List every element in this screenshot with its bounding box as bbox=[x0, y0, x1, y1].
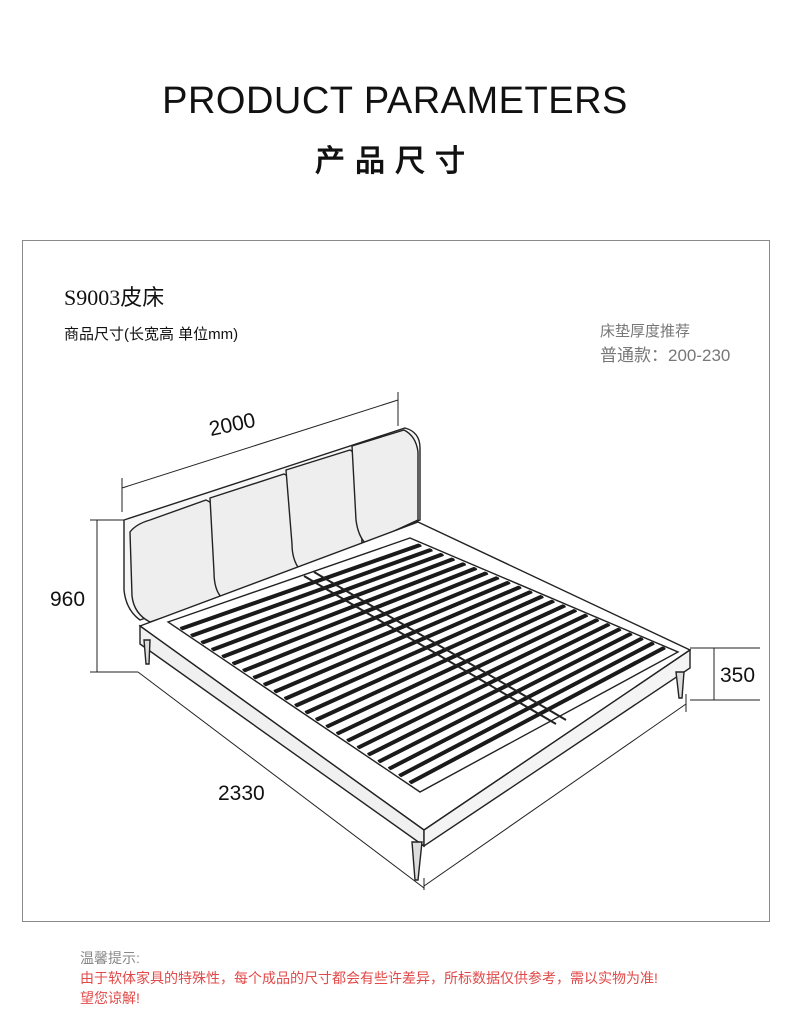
slat bbox=[179, 542, 422, 631]
title-chinese: 产品尺寸 bbox=[315, 145, 475, 178]
slat bbox=[262, 580, 511, 687]
slat bbox=[242, 570, 489, 673]
title-english: PRODUCT PARAMETERS bbox=[162, 80, 628, 122]
slat bbox=[283, 589, 533, 701]
bed-slats bbox=[179, 542, 666, 785]
slat bbox=[335, 612, 589, 736]
mattress-recommendation: 床垫厚度推荐 普通款：200-230 bbox=[600, 320, 730, 368]
slat bbox=[294, 594, 544, 708]
slat bbox=[190, 547, 433, 638]
mattress-heading: 床垫厚度推荐 bbox=[600, 323, 691, 340]
slat bbox=[231, 566, 478, 666]
warm-tip: 温馨提示: 由于软体家具的特殊性，每个成品的尺寸都会有些许差异，所标数据仅供参考… bbox=[80, 948, 658, 1008]
mattress-value: 普通款：200-230 bbox=[600, 346, 731, 365]
slat bbox=[377, 631, 633, 764]
slat bbox=[325, 608, 578, 729]
dimension-height: 960 bbox=[50, 588, 86, 611]
slat bbox=[252, 575, 500, 680]
slat bbox=[356, 622, 611, 750]
product-model: S9003皮床 bbox=[64, 285, 165, 310]
center-rail bbox=[303, 571, 567, 725]
diagram-frame bbox=[22, 240, 770, 922]
bed-legs bbox=[143, 639, 685, 881]
warm-tip-line-1: 由于软体家具的特殊性，每个成品的尺寸都会有些许差异，所标数据仅供参考，需以实物为… bbox=[80, 970, 658, 986]
slat bbox=[314, 603, 567, 722]
warm-tip-heading: 温馨提示: bbox=[80, 950, 140, 966]
slat bbox=[210, 556, 456, 652]
dimension-frame-height: 350 bbox=[720, 664, 756, 687]
size-label: 商品尺寸(长宽高 单位mm) bbox=[64, 326, 239, 343]
slat bbox=[387, 636, 644, 771]
slat bbox=[304, 598, 555, 715]
slat bbox=[408, 645, 666, 785]
slat bbox=[221, 561, 467, 659]
warm-tip-line-2: 望您谅解! bbox=[80, 990, 140, 1006]
slat bbox=[346, 617, 600, 743]
slat bbox=[398, 640, 655, 778]
slat bbox=[273, 584, 522, 694]
dimension-length: 2330 bbox=[218, 782, 265, 805]
dimension-lines bbox=[90, 392, 760, 890]
slat bbox=[200, 552, 444, 645]
slat bbox=[367, 626, 622, 757]
